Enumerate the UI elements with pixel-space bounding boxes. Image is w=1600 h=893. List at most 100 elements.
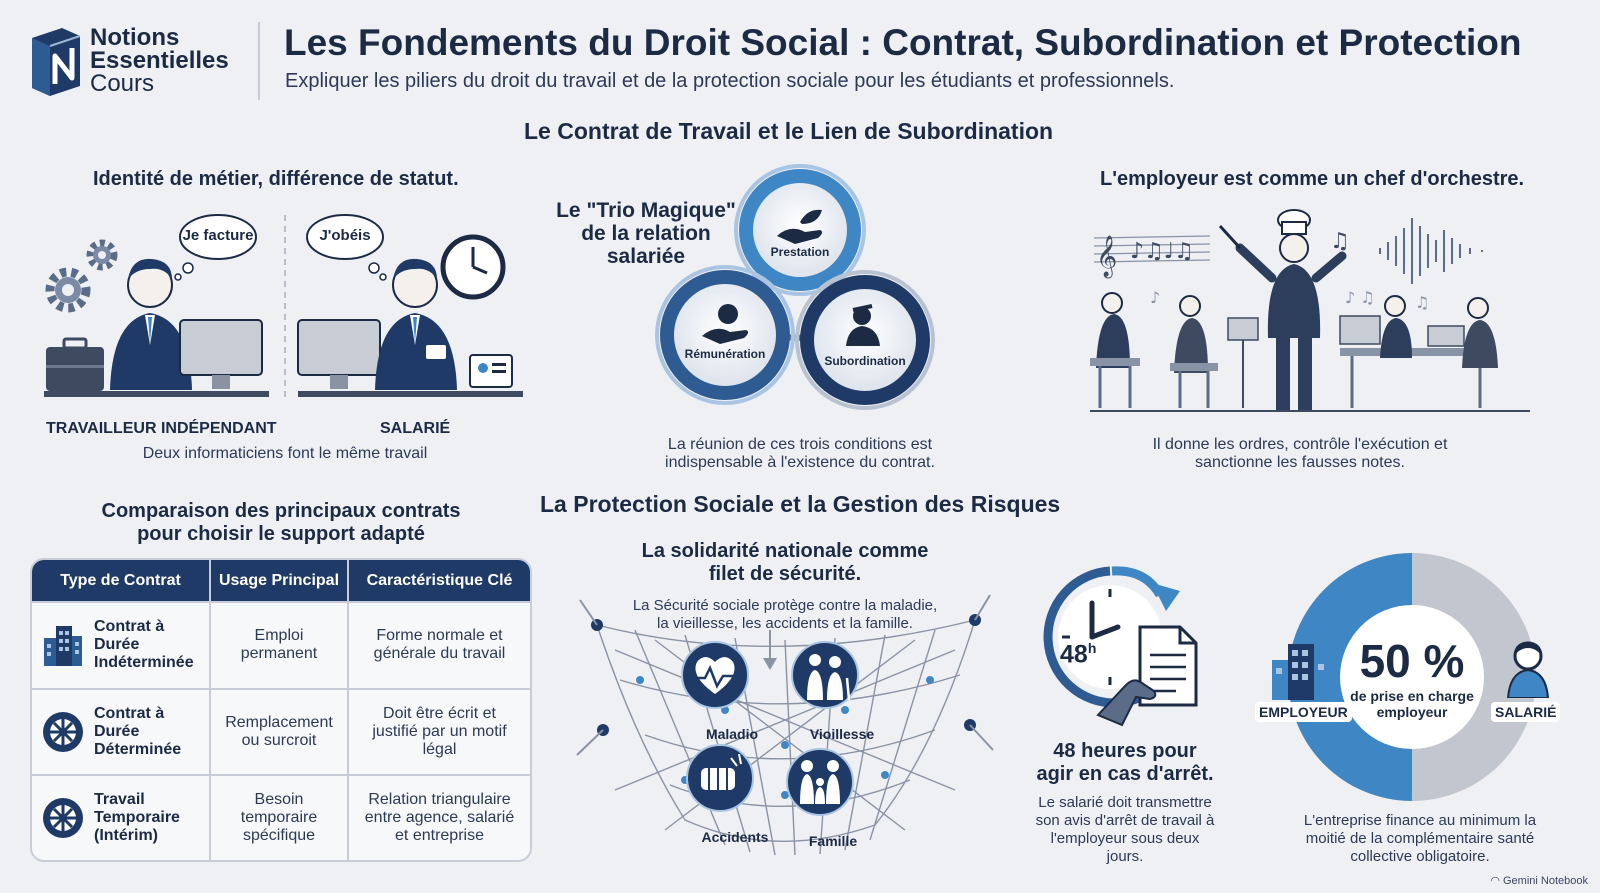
funding-label-line-1: de prise en charge [1350, 688, 1474, 704]
funding-percentage-label: de prise en charge employeur [1342, 688, 1482, 720]
row-2-type-l3: Déterminée [94, 740, 182, 758]
orchestra-caption-line-2: sanctionne les fausses notes. [1195, 454, 1405, 471]
funding-desc: L'entreprise finance au minimum la moiti… [1275, 812, 1565, 866]
timer-badge: 48h [1060, 640, 1096, 669]
solidarity-title-line-1: La solidarité nationale comme [641, 540, 929, 562]
deadline-title: 48 heures pour agir en cas d'arrêt. [1010, 740, 1240, 786]
row-3-usage-l2: temporaire [240, 809, 318, 826]
page-title: Les Fondements du Droit Social : Contrat… [284, 22, 1522, 63]
employee-label-funding: SALARIÉ [1491, 702, 1561, 722]
row-2-key-l3: légal [422, 740, 457, 758]
orchestra-caption: Il donne les ordres, contrôle l'exécutio… [1100, 436, 1500, 472]
comparison-title-line-2: pour choisir le support adapté [137, 523, 425, 545]
row-3-type-l3: (Intérim) [94, 827, 158, 844]
accident-cast-icon [686, 744, 754, 812]
section-title-contract: Le Contrat de Travail et le Lien de Subo… [524, 118, 1054, 144]
column-header-usage: Usage Principal [210, 560, 349, 602]
building-icon [1272, 644, 1330, 700]
identity-title: Identité de métier, différence de statut… [93, 168, 459, 190]
trio-node-prestation [734, 164, 866, 296]
risk-label-family: Famille [808, 833, 858, 849]
trio-caption-line-2: indispensable à l'existence du contrat. [665, 454, 935, 471]
risk-label-old-age: Vioillesse [809, 726, 875, 742]
column-header-key: Caractéristique Clé [348, 560, 530, 602]
deadline-desc: Le salarié doit transmettre son avis d'a… [1010, 794, 1240, 866]
orchestra-title: L'employeur est comme un chef d'orchestr… [1100, 168, 1525, 190]
building-icon [44, 626, 82, 667]
page-subtitle: Expliquer les piliers du droit du travai… [285, 70, 1175, 92]
comparison-title-line-1: Comparaison des principaux contrats [101, 500, 461, 522]
trio-diagram [655, 164, 935, 410]
deadline-desc-line-2: son avis d'arrêt de travail à [1035, 812, 1215, 829]
row-3-type-l2: Temporaire [94, 809, 180, 826]
safety-net-diagram [576, 594, 994, 856]
elderly-couple-icon [791, 641, 859, 709]
svg-text:♪: ♪ [1150, 288, 1160, 307]
column-header-type: Type de Contrat [32, 560, 211, 602]
timer-badge-value: 48 [1060, 640, 1088, 669]
identity-caption: Deux informaticiens font le même travail [142, 445, 428, 462]
trio-caption: La réunion de ces trois conditions est i… [620, 436, 980, 472]
row-1-type-l3: Indéterminée [94, 654, 194, 672]
trio-title-line-2: de la relation [581, 222, 711, 245]
header-divider [258, 22, 260, 100]
two-workers-illustration [44, 214, 523, 400]
risk-label-accidents: Accidents [701, 829, 769, 845]
contracts-table: Type de Contrat Usage Principal Caractér… [30, 558, 532, 862]
logo-line-1: Notions [90, 24, 180, 51]
trio-label-subordination: Subordination [824, 354, 906, 368]
footer-brand-text: Gemini Notebook [1503, 875, 1588, 887]
musician-figure [1090, 292, 1140, 408]
row-1-type-l2: Durée [94, 636, 140, 654]
row-2-type-l2: Durée [94, 722, 140, 740]
funding-center: 50 % de prise en charge employeur [1342, 634, 1482, 720]
gear-icon [45, 267, 91, 313]
hand-leaf-icon [777, 209, 823, 244]
saluting-person-icon [846, 304, 880, 346]
funding-desc-line-1: L'entreprise finance au minimum la [1303, 812, 1537, 829]
funding-percentage: 50 % [1359, 635, 1465, 687]
employer-label: EMPLOYEUR [1255, 702, 1352, 722]
clock-icon [440, 234, 506, 300]
section-title-protection: La Protection Sociale et la Gestion des … [540, 491, 1061, 517]
funding-desc-line-3: collective obligatoire. [1350, 848, 1490, 865]
document-hand-icon [1096, 625, 1198, 727]
row-1-usage-l1: Emploi [254, 627, 304, 645]
sound-wave-icon [1379, 218, 1483, 284]
row-3-key-l3: et entreprise [395, 827, 484, 844]
logo-line-3: Cours [90, 70, 155, 97]
deadline-desc-line-3: l'employeur sous deux [1050, 830, 1200, 847]
trio-title: Le "Trio Magique" de la relation salarié… [548, 199, 744, 268]
logo: Notions Essentielles Cours [28, 24, 268, 104]
office-desk [1339, 295, 1498, 408]
music-notes-icon: ♪♫♩♫ [1130, 239, 1194, 264]
logo-line-2: Essentielles [90, 47, 229, 74]
row-3-type-l1: Travail [94, 791, 145, 808]
orchestra-illustration: 𝄞 ♪♫♩♫ ♫ ♪ ♪ ♫ ♫ [1090, 209, 1530, 412]
svg-text:♪ ♫: ♪ ♫ [1345, 288, 1375, 307]
treble-clef-icon: 𝄞 [1096, 235, 1117, 278]
freelancer-label: TRAVAILLEUR INDÉPENDANT [46, 420, 277, 437]
id-badge-icon [469, 354, 513, 388]
freelancer-bubble-text: Je facture [182, 227, 254, 244]
timer-document-illustration [1043, 566, 1198, 727]
trio-label-remuneration: Rémunération [684, 347, 766, 361]
svg-text:♫: ♫ [1415, 293, 1429, 312]
row-2-key-l2: justifié par un motif [372, 722, 507, 740]
risk-label-illness: Maladio [705, 726, 759, 742]
deadline-desc-line-1: Le salarié doit transmettre [1038, 794, 1212, 811]
briefcase-icon [46, 337, 104, 391]
employee-bubble-text: J'obéis [319, 227, 371, 244]
wheel-icon [43, 711, 83, 752]
deadline-title-line-2: agir en cas d'arrêt. [1036, 763, 1214, 785]
row-2-key-l1: Doit être écrit et [383, 704, 496, 722]
music-note-icon: ♫ [1330, 229, 1350, 254]
